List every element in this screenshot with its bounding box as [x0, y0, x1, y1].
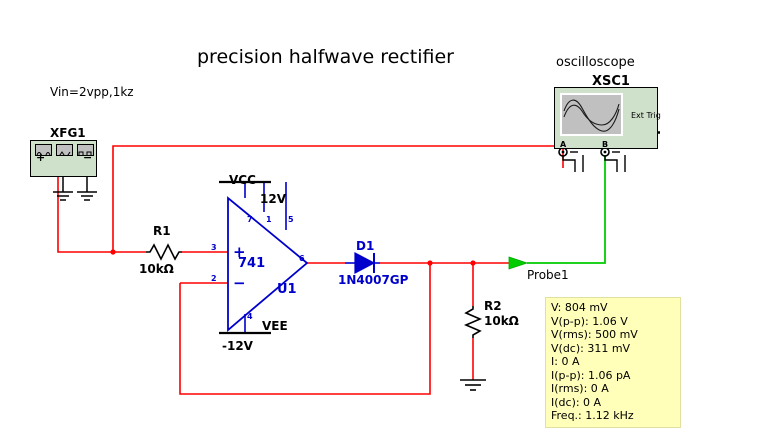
sine-waveform-button[interactable]	[35, 144, 52, 156]
schematic-title: precision halfwave rectifier	[197, 46, 454, 68]
oscilloscope-ref-label: XSC1	[592, 74, 630, 89]
probe-row-vrms: V(rms): 500 mV	[551, 328, 638, 341]
opamp-pin-offset5-number: 5	[288, 215, 294, 224]
fg-plus-label: +	[36, 151, 46, 164]
r2-value-label: 10kΩ	[484, 314, 519, 328]
oscilloscope-body[interactable]	[554, 87, 658, 149]
probe-row-freq: Freq.: 1.12 kHz	[551, 409, 634, 422]
probe-row-idc: I(dc): 0 A	[551, 395, 602, 409]
function-generator-ref-label: XFG1	[50, 126, 86, 140]
probe-row-irms: I(rms): 0 A	[551, 382, 609, 395]
wire-scope-b-to-probe	[527, 155, 606, 264]
probe-arrow-icon	[508, 256, 529, 270]
ground-symbol-fg-center	[53, 177, 73, 201]
vee-label: VEE	[262, 319, 288, 333]
probe-row-i: I: 0 A	[551, 355, 580, 368]
oscilloscope-title-label: oscilloscope	[556, 55, 635, 70]
r1-value-label: 10kΩ	[139, 262, 174, 276]
opamp-pin-output-number: 6	[299, 254, 305, 263]
ground-symbol-fg-right	[77, 177, 97, 201]
opamp-plus-terminal-label: +	[233, 243, 246, 261]
square-waveform-button[interactable]	[77, 144, 94, 156]
vcc-value-label: 12V	[260, 192, 286, 206]
resistor-r1-symbol	[146, 243, 182, 261]
probe-measurement-panel: V: 804 mV V(p-p): 1.06 V V(rms): 500 mV …	[545, 297, 681, 428]
red-wire-group	[57, 145, 564, 395]
triangle-waveform-button[interactable]	[56, 144, 73, 156]
opamp-pin-vplus-number: 7	[247, 215, 253, 224]
junction-dots-group	[110, 249, 476, 266]
junction-dot-feedback	[427, 260, 433, 266]
opamp-minus-terminal-label: −	[233, 274, 246, 292]
fg-minus-label: −	[83, 151, 93, 164]
oscilloscope-waveform-icon	[563, 99, 620, 132]
opamp-pin-inverting-number: 2	[211, 274, 217, 283]
diode-part-label: 1N4007GP	[338, 273, 409, 287]
resistor-r2-symbol	[463, 306, 483, 338]
ground-symbol-r2	[460, 379, 486, 391]
vcc-label: VCC	[229, 173, 256, 187]
oscilloscope-screen	[560, 93, 623, 136]
opamp-pin-offset1-number: 1	[266, 215, 272, 224]
r2-ref-label: R2	[484, 299, 502, 313]
probe-row-vdc: V(dc): 311 mV	[551, 341, 631, 355]
wire-fg-to-node	[57, 177, 113, 253]
r1-ref-label: R1	[153, 224, 171, 238]
probe-row-v: V: 804 mV	[551, 301, 608, 314]
opamp-ref-label: U1	[277, 282, 297, 297]
function-generator-body[interactable]	[30, 140, 97, 177]
triangle-waveform-icon	[59, 151, 71, 155]
opamp-pin-vminus-number: 4	[247, 312, 253, 321]
diode-ref-label: D1	[356, 239, 375, 253]
sine-waveform-icon	[36, 152, 51, 155]
input-source-note: Vin=2vpp,1kz	[50, 85, 134, 99]
diode-d1-symbol	[345, 252, 380, 274]
opamp-pin-noninverting-number: 3	[211, 243, 217, 252]
opamp-part-label: 741	[238, 256, 266, 271]
probe-row-vpp: V(p-p): 1.06 V	[551, 314, 628, 328]
scope-channel-b-label: B	[602, 140, 609, 149]
probe-label: Probe1	[527, 268, 569, 282]
probe-row-ipp: I(p-p): 1.06 pA	[551, 368, 631, 382]
green-wire-group	[527, 155, 606, 264]
scope-channel-a-label: A	[560, 140, 567, 149]
junction-dot-input	[110, 249, 116, 255]
vee-value-label: -12V	[222, 339, 253, 353]
wire-node-to-scope-a	[112, 145, 563, 252]
junction-dot-load	[470, 260, 476, 266]
opamp-triangle-symbol	[227, 182, 309, 333]
square-waveform-icon	[78, 151, 92, 155]
wire-feedback-loop	[179, 263, 431, 395]
scope-ext-trig-label: Ext Trig	[631, 111, 661, 120]
